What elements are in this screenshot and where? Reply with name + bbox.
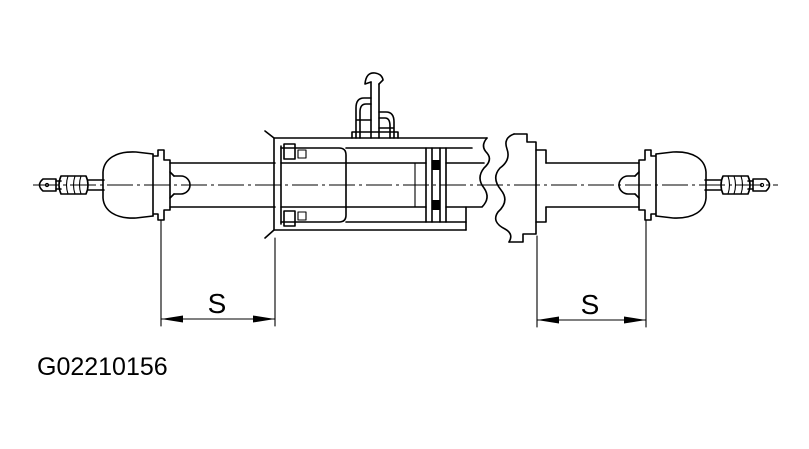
right-housing-top <box>513 133 547 164</box>
rack-piston <box>425 147 447 223</box>
bushing-seal-top <box>283 143 296 160</box>
left-stud-hole <box>44 182 50 188</box>
piston-seal-top <box>432 160 440 170</box>
left-boot-clamp <box>152 149 171 221</box>
fitting-base <box>351 131 399 139</box>
left-ball-joint-housing <box>102 151 154 219</box>
right-tie-rod-end <box>618 149 771 221</box>
left-rack-rod <box>169 162 276 208</box>
left-lock-nut-flats <box>65 175 82 195</box>
right-ball-joint-housing <box>655 151 707 219</box>
right-housing-break-line <box>494 133 515 243</box>
right-dimension-arrow-end <box>624 316 646 324</box>
left-inner-ball <box>173 175 191 195</box>
right-housing-end <box>494 133 547 243</box>
bushing-ring-bottom <box>297 211 307 221</box>
right-housing-bottom <box>508 206 547 243</box>
left-tie-rod-shaft <box>87 179 105 191</box>
right-dimension: S <box>536 219 647 328</box>
fitting-nut-right <box>378 111 395 139</box>
right-dimension-arrow-start <box>537 316 559 324</box>
rack-housing <box>264 130 491 239</box>
left-dimension-arrow-end <box>253 315 275 323</box>
rack-bushing <box>280 147 347 223</box>
right-inner-ball <box>618 175 636 195</box>
rack-bar <box>280 162 485 208</box>
left-ball-neck <box>169 171 175 199</box>
right-stud-end-cap <box>752 178 771 192</box>
bushing-seal-bottom <box>283 210 296 227</box>
left-dimension-label: S <box>208 288 227 319</box>
fitting-pipe <box>370 81 380 139</box>
left-dimension: S <box>160 219 276 327</box>
left-stud-end-cap <box>38 178 57 192</box>
right-stud-hole <box>759 182 765 188</box>
valve-fitting <box>351 72 399 139</box>
left-dimension-arrow-start <box>161 315 183 323</box>
right-dimension-label: S <box>581 289 600 320</box>
right-boot-clamp <box>638 149 657 221</box>
figure-code: G02210156 <box>37 353 168 381</box>
fitting-nut-left <box>355 97 372 139</box>
right-rack-rod <box>545 162 640 208</box>
left-tie-rod-end <box>38 149 191 221</box>
fitting-pipe-end <box>364 72 384 85</box>
piston-seal-bottom <box>432 200 440 210</box>
right-lock-nut-flats <box>727 175 744 195</box>
housing-break-line <box>465 137 491 231</box>
housing-bottom-wall <box>264 229 467 239</box>
right-ball-neck <box>634 171 640 199</box>
bushing-ring-top <box>297 149 307 159</box>
right-tie-rod-shaft <box>704 179 722 191</box>
